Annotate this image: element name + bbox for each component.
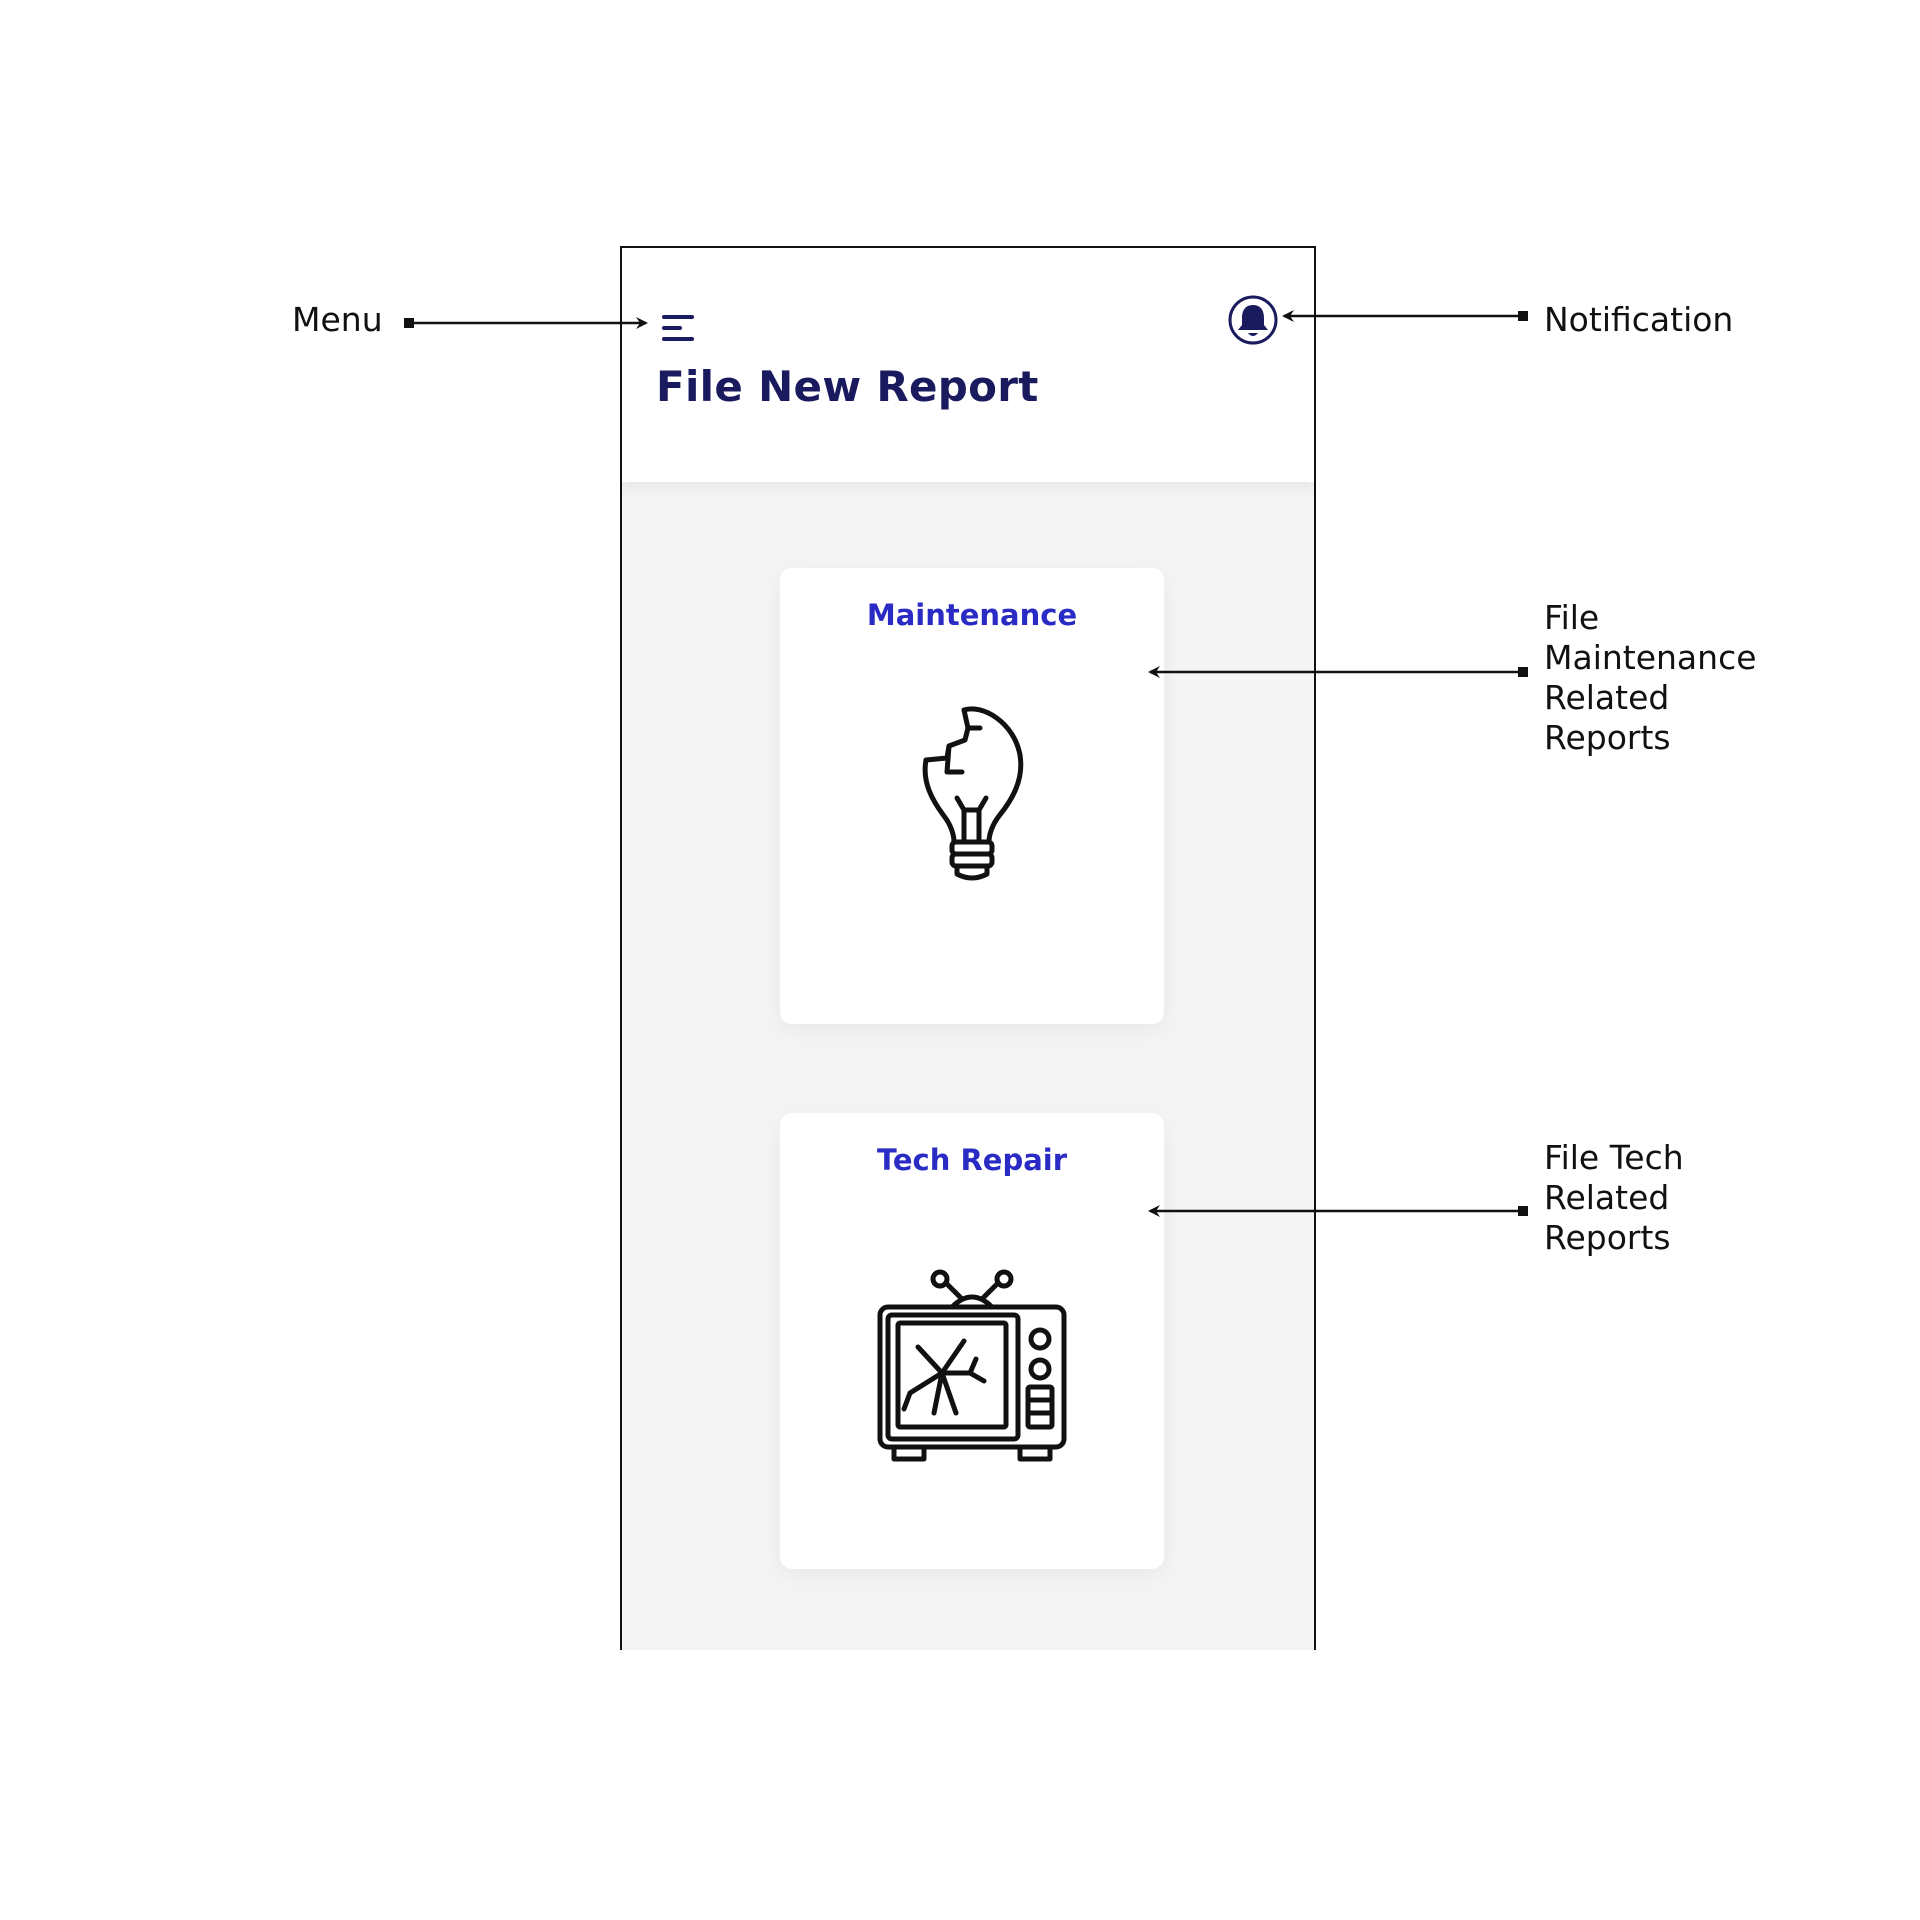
tech-arrow-anchor: [1518, 1206, 1528, 1216]
broken-lightbulb-icon: [922, 706, 1024, 881]
broken-tv-icon: [877, 1269, 1067, 1462]
annotation-tech-line: Reports: [1544, 1218, 1671, 1257]
maintenance-card-label: Maintenance: [866, 598, 1078, 632]
annotation-tech-line: Related: [1544, 1178, 1670, 1217]
annotation-notification: Notification: [1544, 300, 1734, 339]
annotation-maintenance: File Maintenance Related Reports: [1544, 598, 1804, 758]
tech-repair-card[interactable]: Tech Repair: [780, 1113, 1164, 1569]
app-header: File New Report: [622, 248, 1314, 482]
phone-screen: File New Report Maintenance Tech Repair: [620, 246, 1316, 1650]
bell-icon: [1228, 295, 1278, 345]
hamburger-menu-icon: [662, 315, 694, 341]
annotation-menu: Menu: [292, 300, 383, 339]
annotation-tech: File Tech Related Reports: [1544, 1138, 1804, 1258]
annotation-maintenance-line: File: [1544, 598, 1600, 637]
annotation-tech-line: File Tech: [1544, 1138, 1684, 1177]
annotation-maintenance-line: Related: [1544, 678, 1670, 717]
menu-arrow-anchor: [404, 318, 414, 328]
notification-button[interactable]: [1227, 294, 1279, 346]
annotation-maintenance-line: Reports: [1544, 718, 1671, 757]
menu-button[interactable]: [658, 308, 698, 348]
notification-arrow-anchor: [1518, 311, 1528, 321]
tech-repair-card-label: Tech Repair: [876, 1143, 1068, 1177]
page-title: File New Report: [656, 362, 1039, 411]
maintenance-card[interactable]: Maintenance: [780, 568, 1164, 1024]
annotation-maintenance-line: Maintenance: [1544, 638, 1757, 677]
maintenance-arrow-anchor: [1518, 667, 1528, 677]
